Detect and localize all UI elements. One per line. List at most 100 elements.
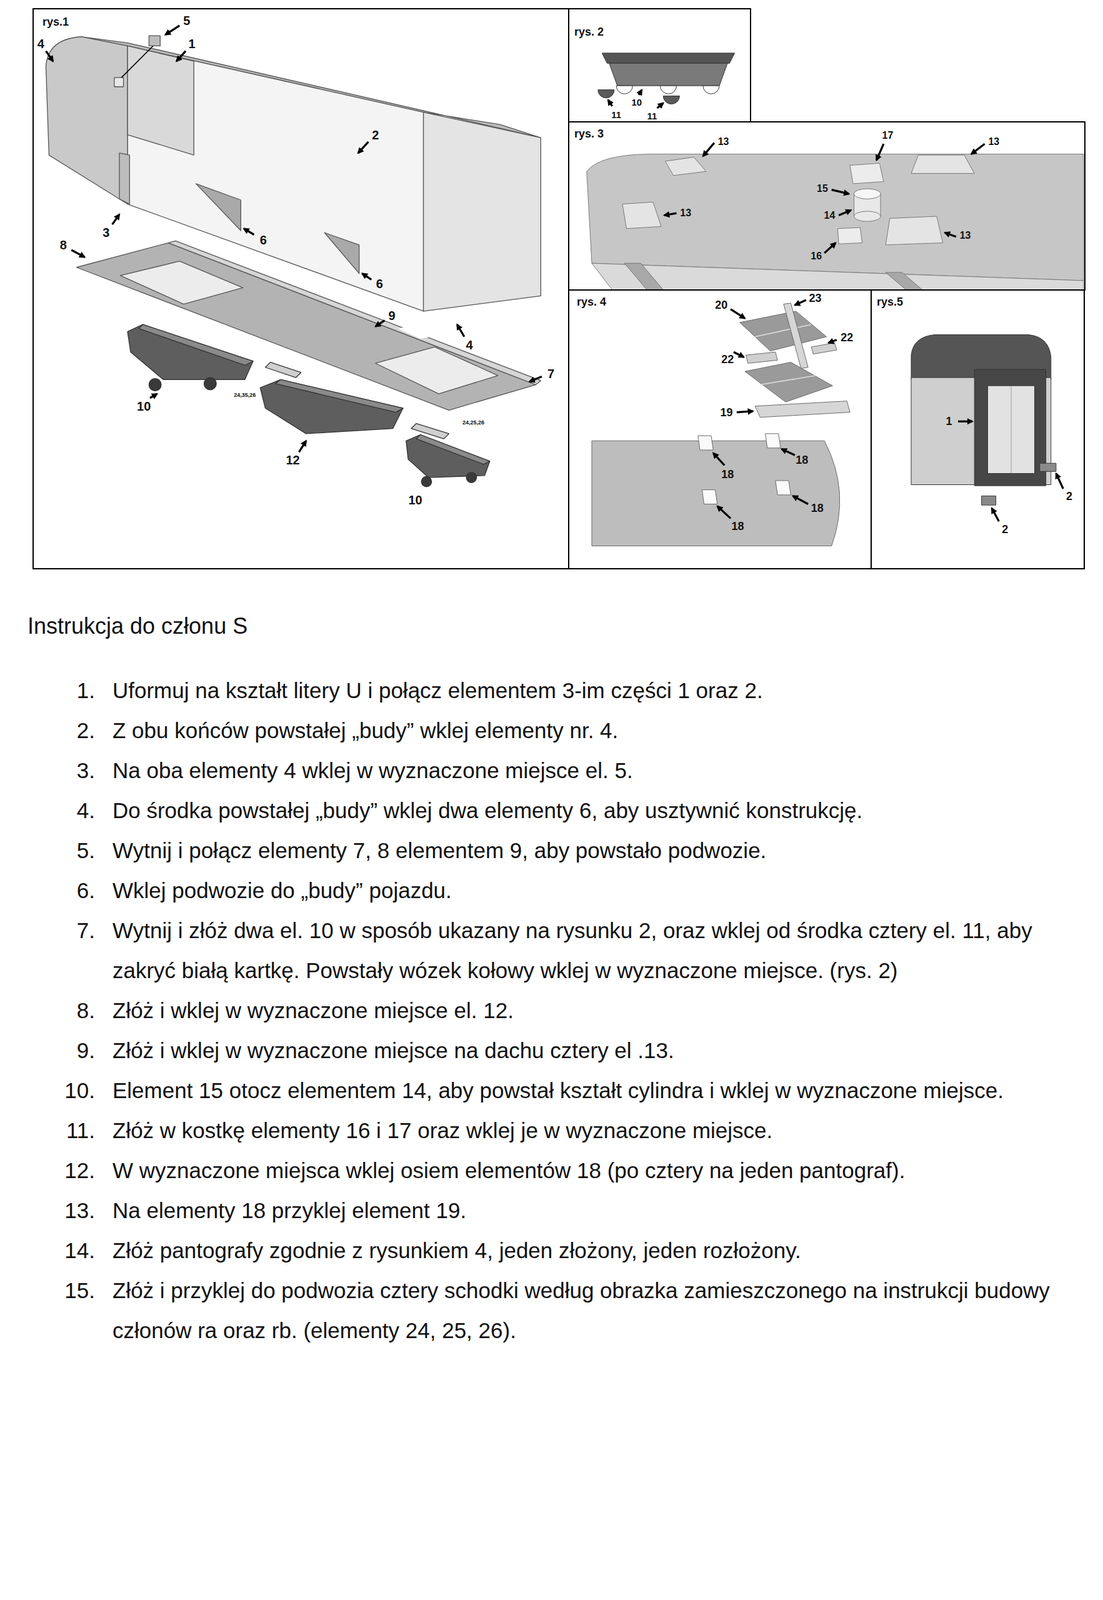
callout-number: 18 bbox=[721, 468, 734, 480]
figure-label: rys.1 bbox=[42, 15, 69, 29]
bogie bbox=[416, 434, 490, 465]
leader-arrow bbox=[703, 143, 715, 157]
callout-number: 10 bbox=[631, 97, 642, 107]
callout-number: 16 bbox=[810, 251, 822, 262]
callout-number: 9 bbox=[388, 309, 395, 322]
step-number: 5. bbox=[0, 830, 95, 871]
bogie bbox=[421, 476, 432, 487]
leader-arrow bbox=[176, 51, 186, 62]
car-front-detail bbox=[981, 495, 997, 505]
leader-arrow bbox=[45, 51, 53, 62]
step-text: Na oba elementy 4 wklej w wyznaczone mie… bbox=[112, 750, 1091, 791]
step-row: 5. Wytnij i połącz elementy 7, 8 elemente… bbox=[0, 830, 1091, 871]
pantograph-detail bbox=[775, 480, 791, 495]
leader-arrow bbox=[944, 232, 957, 237]
pantograph-detail bbox=[701, 489, 717, 505]
callout-number: 13 bbox=[988, 136, 1000, 147]
chassis-plate bbox=[120, 261, 244, 305]
callout-number: 1 bbox=[945, 415, 952, 427]
step-text: Złóż i wklej w wyznaczone miejsce na dac… bbox=[112, 1030, 1091, 1071]
pantograph-detail bbox=[759, 375, 817, 385]
leader-arrow bbox=[529, 376, 542, 382]
step-text: Z obu końców powstałej „budy” wklej elem… bbox=[112, 710, 1091, 751]
callout-number: 2 bbox=[1066, 490, 1073, 502]
step-row: 14.Złóż pantografy zgodnie z rysunkiem 4… bbox=[0, 1230, 1091, 1271]
step-number: 10. bbox=[0, 1070, 95, 1111]
step-number: 13. bbox=[0, 1190, 95, 1231]
leader-arrow bbox=[793, 495, 809, 504]
bogie-detail bbox=[601, 53, 735, 64]
step-text: W wyznaczone miejsca wklej osiem element… bbox=[112, 1150, 1091, 1191]
callout-number: 22 bbox=[721, 353, 734, 365]
leader-arrow bbox=[638, 89, 642, 95]
callout-number: 6 bbox=[376, 277, 384, 290]
step-row: 13.Na elementy 18 przyklej element 19. bbox=[0, 1190, 1091, 1231]
step-number: 1. bbox=[0, 670, 95, 711]
step-number: 7. bbox=[0, 910, 95, 951]
callout-number: 22 bbox=[840, 331, 854, 344]
callout-number: 18 bbox=[811, 502, 824, 514]
step-row: 11.Złóż w kostkę elementy 16 i 17 oraz w… bbox=[0, 1110, 1091, 1151]
leader-arrow bbox=[165, 25, 180, 35]
callout-number: 7 bbox=[547, 367, 555, 380]
step-number: 6. bbox=[0, 870, 95, 911]
leader-arrow bbox=[358, 141, 369, 154]
callout-number: 11 bbox=[611, 109, 622, 119]
step-text: Wytnij i połącz elementy 7, 8 elementem … bbox=[112, 830, 1091, 871]
car-body bbox=[121, 45, 154, 78]
leader-arrow bbox=[362, 273, 372, 280]
bogie bbox=[138, 324, 254, 365]
pantograph-detail bbox=[811, 343, 837, 355]
pantograph-detail bbox=[698, 435, 714, 450]
roof-detail bbox=[624, 263, 664, 290]
callout-number: 10 bbox=[408, 493, 422, 507]
bogie-detail bbox=[616, 85, 633, 94]
leader-arrow bbox=[828, 339, 837, 344]
pantograph-detail bbox=[739, 311, 827, 352]
callout-number: 24,25,26 bbox=[462, 419, 485, 425]
callout-number: 8 bbox=[59, 238, 67, 252]
bogie bbox=[148, 378, 162, 392]
step-row: 10.Element 15 otocz elementem 14, aby po… bbox=[0, 1070, 1091, 1111]
callout-number: 13 bbox=[679, 208, 692, 219]
leader-arrow bbox=[656, 103, 664, 109]
leader-arrow bbox=[794, 299, 807, 305]
figure-panel: rys.1 bbox=[32, 8, 570, 570]
bogie bbox=[265, 362, 302, 378]
car-body bbox=[45, 36, 128, 205]
pantograph-detail bbox=[591, 440, 840, 546]
callout-number: 2 bbox=[1001, 523, 1009, 535]
chassis-plate bbox=[76, 240, 541, 410]
step-text: Złóż i wklej w wyznaczone miejsce el. 12… bbox=[112, 990, 1091, 1031]
car-body bbox=[324, 232, 360, 274]
car-front-detail bbox=[1039, 463, 1057, 472]
car-front-detail bbox=[911, 334, 1057, 506]
callout-number: 13 bbox=[959, 230, 972, 241]
callout-number: 14 bbox=[824, 210, 836, 221]
callout-number: 23 bbox=[809, 292, 822, 304]
leader-arrow bbox=[608, 99, 613, 107]
pantograph-detail bbox=[754, 324, 812, 337]
callout-number: 13 bbox=[718, 136, 730, 147]
car-body bbox=[148, 35, 160, 46]
pantograph-detail bbox=[591, 303, 850, 547]
bogie bbox=[411, 423, 449, 439]
bogie-detail bbox=[663, 95, 680, 104]
figure-panel: rys. 4 bbox=[568, 289, 872, 570]
step-row: 12.W wyznaczone miejsca wklej osiem elem… bbox=[0, 1150, 1091, 1191]
figure-label: rys. 3 bbox=[574, 127, 604, 141]
car-front-detail bbox=[974, 369, 1046, 486]
car-body bbox=[119, 153, 130, 205]
step-number: 8. bbox=[0, 990, 95, 1031]
pantograph-detail bbox=[783, 303, 809, 369]
chassis-plate bbox=[214, 324, 247, 337]
figure-label: rys.5 bbox=[876, 295, 904, 309]
bogie-detail bbox=[659, 85, 677, 94]
callout-number: 1 bbox=[188, 37, 195, 50]
bogie-detail bbox=[609, 63, 728, 86]
figure-panel: rys. 2 bbox=[568, 8, 752, 123]
leader-arrow bbox=[876, 143, 884, 160]
leader-arrow bbox=[149, 393, 157, 399]
step-number: 3. bbox=[0, 750, 95, 791]
car-body bbox=[423, 112, 542, 312]
